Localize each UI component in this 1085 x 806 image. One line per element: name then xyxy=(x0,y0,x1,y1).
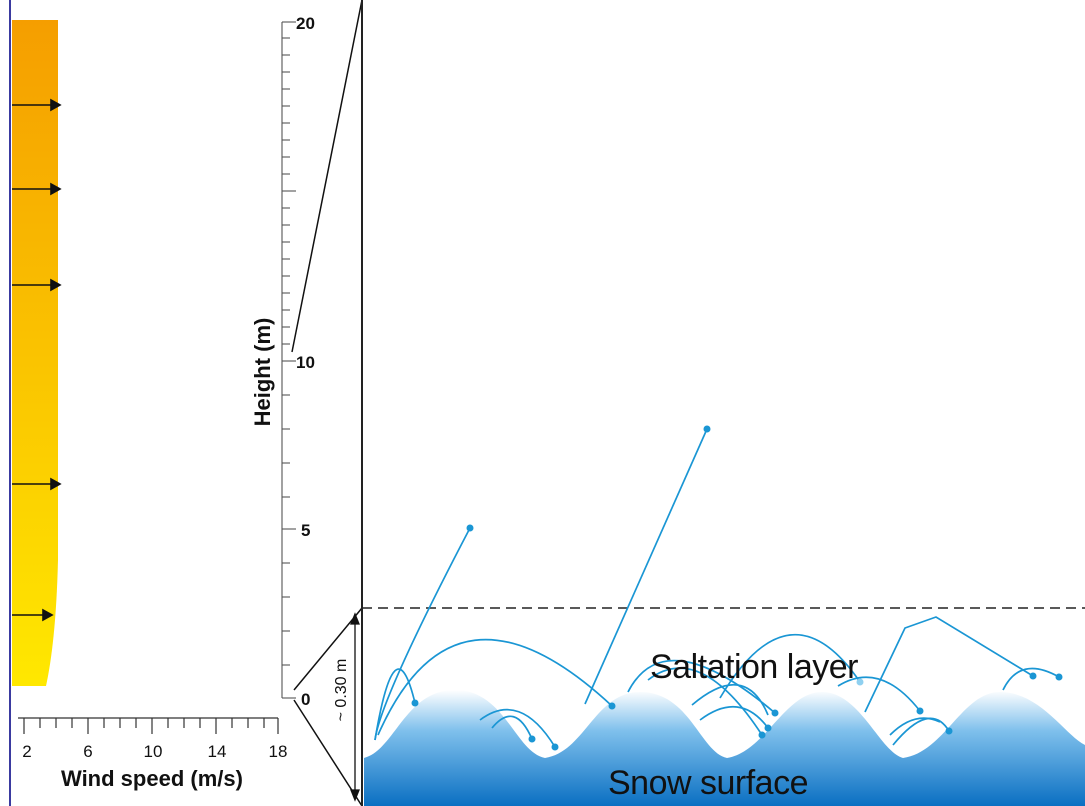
trajectory xyxy=(837,676,921,712)
arrow-head-icon xyxy=(50,182,62,196)
profile-diagonal-upper xyxy=(291,0,363,353)
wind-arrows xyxy=(12,98,62,622)
particle xyxy=(916,707,924,715)
trajectory xyxy=(627,659,776,714)
arrow-head-icon xyxy=(50,98,62,112)
layer-depth-label: ~ 0.30 m xyxy=(333,658,350,722)
wind-speed-tick-labels: 2 6 10 14 18 xyxy=(22,742,287,761)
wind-tick-label: 18 xyxy=(269,742,288,761)
trajectory xyxy=(584,428,708,705)
trajectory xyxy=(1002,667,1060,691)
arrow-head-icon xyxy=(42,608,54,622)
trajectory xyxy=(479,708,556,748)
wind-speed-axis-title: Wind speed (m/s) xyxy=(61,766,243,791)
wind-speed-axis xyxy=(18,717,279,734)
particle xyxy=(856,678,864,686)
particle xyxy=(551,743,559,751)
snow-surface xyxy=(364,690,1085,806)
particle xyxy=(608,702,616,710)
zoom-line-top xyxy=(293,607,363,691)
wind-tick-label: 10 xyxy=(144,742,163,761)
height-tick-labels: 0 5 10 20 xyxy=(296,14,315,709)
trajectory xyxy=(491,715,533,740)
arrow-head-icon xyxy=(50,278,62,292)
particle xyxy=(1029,672,1037,680)
trajectory xyxy=(647,667,763,736)
wind-tick-label: 6 xyxy=(83,742,92,761)
trajectory xyxy=(377,638,613,736)
height-tick-label: 20 xyxy=(296,14,315,33)
arrow-down-icon xyxy=(350,789,360,802)
trajectory xyxy=(864,616,1034,713)
trajectory xyxy=(889,717,941,736)
trajectory xyxy=(699,706,769,729)
trajectory xyxy=(719,633,861,699)
height-tick-label: 0 xyxy=(301,690,310,709)
trajectory xyxy=(691,683,769,716)
particles xyxy=(411,425,1063,751)
particle xyxy=(764,724,772,732)
depth-dimension-arrow xyxy=(350,612,360,802)
particle xyxy=(466,524,474,532)
particle xyxy=(758,731,766,739)
height-tick-label: 10 xyxy=(296,353,315,372)
particle xyxy=(1055,673,1063,681)
height-axis-title: Height (m) xyxy=(250,317,275,427)
arrow-up-icon xyxy=(350,612,360,625)
wind-tick-label: 14 xyxy=(208,742,227,761)
particle xyxy=(411,699,419,707)
saltation-layer-label: Saltation layer xyxy=(650,648,858,686)
height-tick-label: 5 xyxy=(301,521,310,540)
height-axis xyxy=(281,21,296,699)
particle-trajectories xyxy=(374,428,1060,748)
snow-surface-label: Snow surface xyxy=(608,764,809,802)
particle xyxy=(703,425,711,433)
wind-tick-label: 2 xyxy=(22,742,31,761)
zoom-line-bottom xyxy=(293,699,363,806)
wind-profile-area xyxy=(12,20,58,686)
particle xyxy=(945,727,953,735)
particle xyxy=(528,735,536,743)
trajectory xyxy=(374,668,416,741)
particle xyxy=(771,709,779,717)
arrow-head-icon xyxy=(50,477,62,491)
